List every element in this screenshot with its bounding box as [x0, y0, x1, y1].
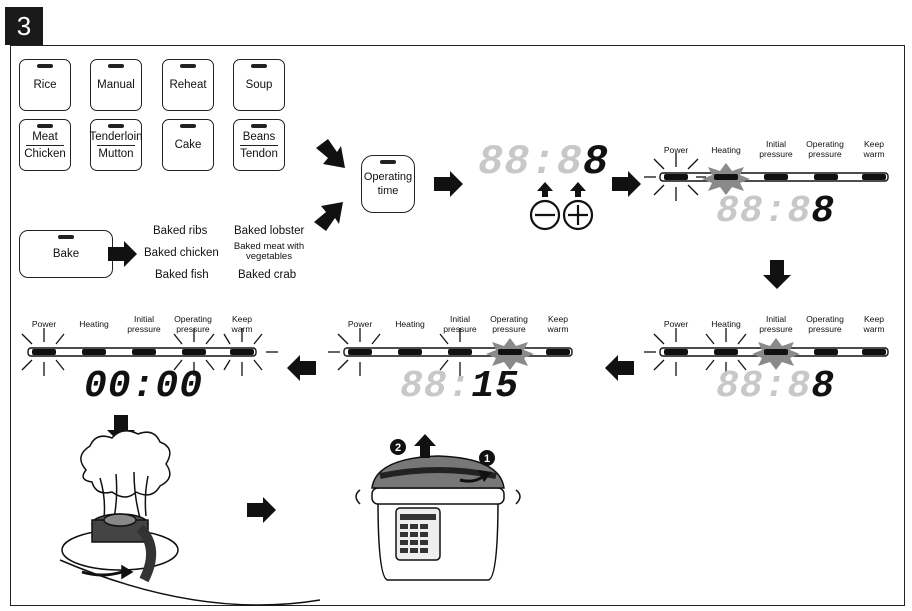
diagram-frame	[10, 45, 905, 606]
initial-pressure-stage-display: 88:88	[716, 365, 835, 408]
indicator-panel-initial-pressure	[644, 328, 889, 376]
cake-key[interactable]: Cake	[162, 119, 214, 171]
arrow-down-to-initial-pressure-stage	[763, 260, 791, 289]
arrow-up-plus-head	[570, 182, 586, 191]
operating-time-key-label: Operating time	[363, 171, 413, 197]
step-number-badge: 3	[5, 7, 43, 45]
label-heating: Heating	[711, 319, 741, 329]
label-power: Power	[663, 145, 689, 155]
label-power: Power	[663, 319, 689, 329]
set-time-display: 88:88	[478, 138, 609, 186]
baked-fish-option: Baked fish	[155, 269, 209, 281]
manual-key[interactable]: Manual	[90, 59, 142, 111]
baked-chicken-option: Baked chicken	[144, 247, 219, 259]
indicator-panel-operating-pressure	[328, 328, 573, 376]
label-heating: Heating	[79, 319, 109, 329]
label-operating-pressure: Operating pressure	[174, 314, 212, 334]
done-stage-display: 00:00	[84, 365, 203, 408]
manual-key-label: Manual	[97, 79, 135, 91]
baked-lobster-option: Baked lobster	[234, 225, 305, 237]
rotate-arrow	[81, 570, 123, 577]
soup-key-label: Soup	[245, 79, 273, 91]
heating-display-lit: 8	[811, 190, 836, 233]
initial-pressure-display-dim: 88:8	[716, 365, 812, 408]
chicken-key-label: Chicken	[24, 147, 66, 160]
arrow-left-to-done-stage	[287, 355, 316, 381]
rice-key[interactable]: Rice	[19, 59, 71, 111]
set-time-display-dim: 88:8	[478, 138, 583, 186]
label-heating: Heating	[395, 319, 425, 329]
beans-key-label: Beans	[242, 130, 276, 143]
label-operating-pressure: Operating pressure	[806, 139, 844, 159]
reheat-key[interactable]: Reheat	[162, 59, 214, 111]
operating-time-key[interactable]: Operating time	[361, 155, 415, 213]
arrow-up-minus-stem	[542, 189, 548, 197]
arrow-to-set-time	[434, 171, 463, 197]
arrow-keys-to-operating-time	[316, 139, 345, 168]
arrow-to-lid-removal	[247, 497, 276, 523]
operating-display-lit: 15	[471, 365, 520, 408]
power-glow-rays	[644, 153, 706, 201]
label-initial-pressure: Initial pressure	[759, 139, 793, 159]
baked-meat-with-vegetables-option: Baked meat with vegetables	[233, 241, 305, 262]
time-adjust-buttons	[529, 199, 594, 231]
label-keep-warm: Keep warm	[863, 139, 885, 159]
label-initial-pressure: Initial pressure	[127, 314, 161, 334]
arrow-left-to-operating-stage	[605, 355, 634, 381]
initial-pressure-display-lit: 8	[811, 365, 836, 408]
arrow-to-heating-stage	[612, 171, 641, 197]
meat-key-label: Meat	[32, 130, 58, 143]
bake-key-label: Bake	[52, 248, 80, 260]
step-badge-rotate	[479, 450, 495, 466]
mutton-key-label: Mutton	[98, 147, 134, 160]
cooker-brand-logo: PHILIPS	[426, 494, 449, 500]
arrow-up-minus-head	[537, 182, 553, 191]
reheat-key-label: Reheat	[169, 79, 207, 91]
rice-key-label: Rice	[33, 79, 57, 91]
label-keep-warm: Keep warm	[231, 314, 253, 334]
label-power: Power	[31, 319, 57, 329]
tenderloin-key-label: Tenderloin	[89, 130, 143, 143]
done-display-lit: 00:00	[84, 365, 204, 408]
cooker-illustration	[355, 434, 521, 581]
label-heating: Heating	[711, 145, 741, 155]
bake-key[interactable]: Bake	[19, 230, 113, 278]
step-badge-lift	[390, 439, 406, 455]
operating-stage-display: 88:15	[400, 365, 519, 408]
tendon-key-label: Tendon	[240, 147, 278, 160]
flow-arrows	[107, 139, 791, 523]
set-time-display-lit: 8	[582, 138, 610, 186]
baked-ribs-option: Baked ribs	[153, 225, 208, 237]
arrow-up-plus-stem	[575, 189, 581, 197]
heating-stage-display: 88:88	[716, 190, 835, 233]
arrow-bake-to-options	[108, 241, 137, 267]
indicator-panel-heating	[644, 153, 889, 201]
arrow-bake-to-operating-time	[314, 202, 343, 231]
label-operating-pressure: Operating pressure	[806, 314, 844, 334]
heating-display-dim: 88:8	[716, 190, 812, 233]
label-keep-warm: Keep warm	[547, 314, 569, 334]
soup-key[interactable]: Soup	[233, 59, 285, 111]
steam-cloud	[80, 430, 171, 498]
label-initial-pressure: Initial pressure	[443, 314, 477, 334]
lid-step-number-rotate: 1	[484, 453, 490, 465]
lid-lift-arrow	[414, 434, 436, 458]
steam-release-illustration	[59, 430, 321, 606]
label-power: Power	[347, 319, 373, 329]
indicator-panel-done	[21, 328, 278, 376]
label-keep-warm: Keep warm	[863, 314, 885, 334]
baked-crab-option: Baked crab	[238, 269, 297, 281]
lid-step-number-lift: 2	[395, 442, 401, 454]
cake-key-label: Cake	[174, 139, 202, 151]
label-initial-pressure: Initial pressure	[759, 314, 793, 334]
operating-display-dim: 88:	[400, 365, 472, 408]
label-operating-pressure: Operating pressure	[490, 314, 528, 334]
